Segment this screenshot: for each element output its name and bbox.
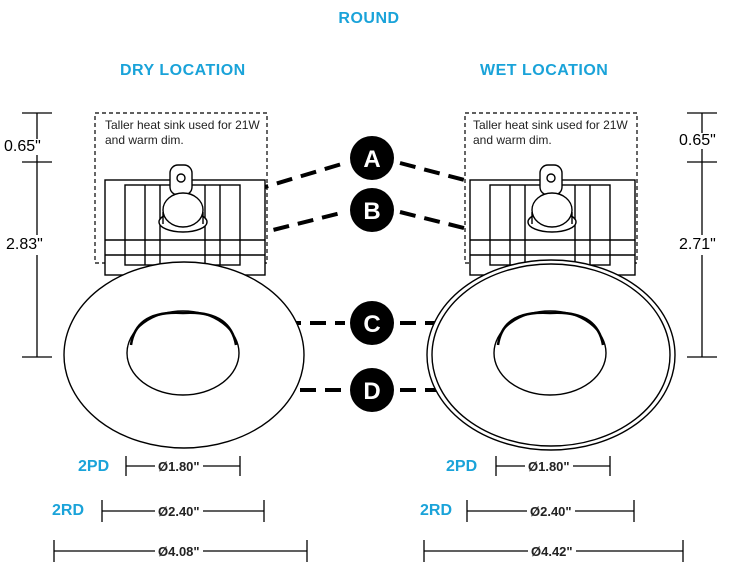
wet-2rd-diameter: Ø2.40": [527, 505, 575, 518]
wet-heat-sink-note: Taller heat sink used for 21W and warm d…: [473, 118, 628, 147]
diameter-dimensions: [53, 456, 684, 562]
wet-aperture: [493, 310, 607, 396]
wet-2pd-code: 2PD: [446, 458, 478, 475]
wet-fixture-drawing: [426, 112, 676, 451]
callout-d-label: D: [363, 378, 380, 405]
callout-b-badge: [350, 188, 394, 232]
callout-c-badge: [350, 301, 394, 345]
dry-aperture: [126, 310, 240, 396]
dry-2rd-code: 2RD: [52, 502, 85, 519]
dry-location-heading: DRY LOCATION: [120, 62, 246, 79]
callout-b-label: B: [363, 198, 380, 225]
page-title: ROUND: [338, 10, 400, 27]
dry-body-height: 2.83": [4, 235, 45, 255]
wet-body-height: 2.71": [677, 235, 718, 255]
dry-top-height: 0.65": [2, 138, 43, 155]
callout-c-label: C: [363, 311, 380, 338]
dry-2pd-diameter: Ø1.80": [155, 460, 203, 473]
dry-2pd-code: 2PD: [78, 458, 110, 475]
dry-fixture-drawing: [63, 112, 305, 449]
wet-location-heading: WET LOCATION: [480, 62, 609, 79]
callout-a-badge: [350, 136, 394, 180]
wet-total-diameter: Ø4.42": [528, 545, 576, 558]
wet-top-height: 0.65": [677, 132, 718, 149]
callout-badges: A B C D: [350, 136, 394, 412]
wet-2pd-diameter: Ø1.80": [525, 460, 573, 473]
dry-2rd-diameter: Ø2.40": [155, 505, 203, 518]
callout-a-label: A: [363, 146, 380, 173]
dry-total-diameter: Ø4.08": [155, 545, 203, 558]
dry-heat-sink-note: Taller heat sink used for 21W and warm d…: [105, 118, 260, 147]
wet-2rd-code: 2RD: [420, 502, 453, 519]
callout-d-badge: [350, 368, 394, 412]
